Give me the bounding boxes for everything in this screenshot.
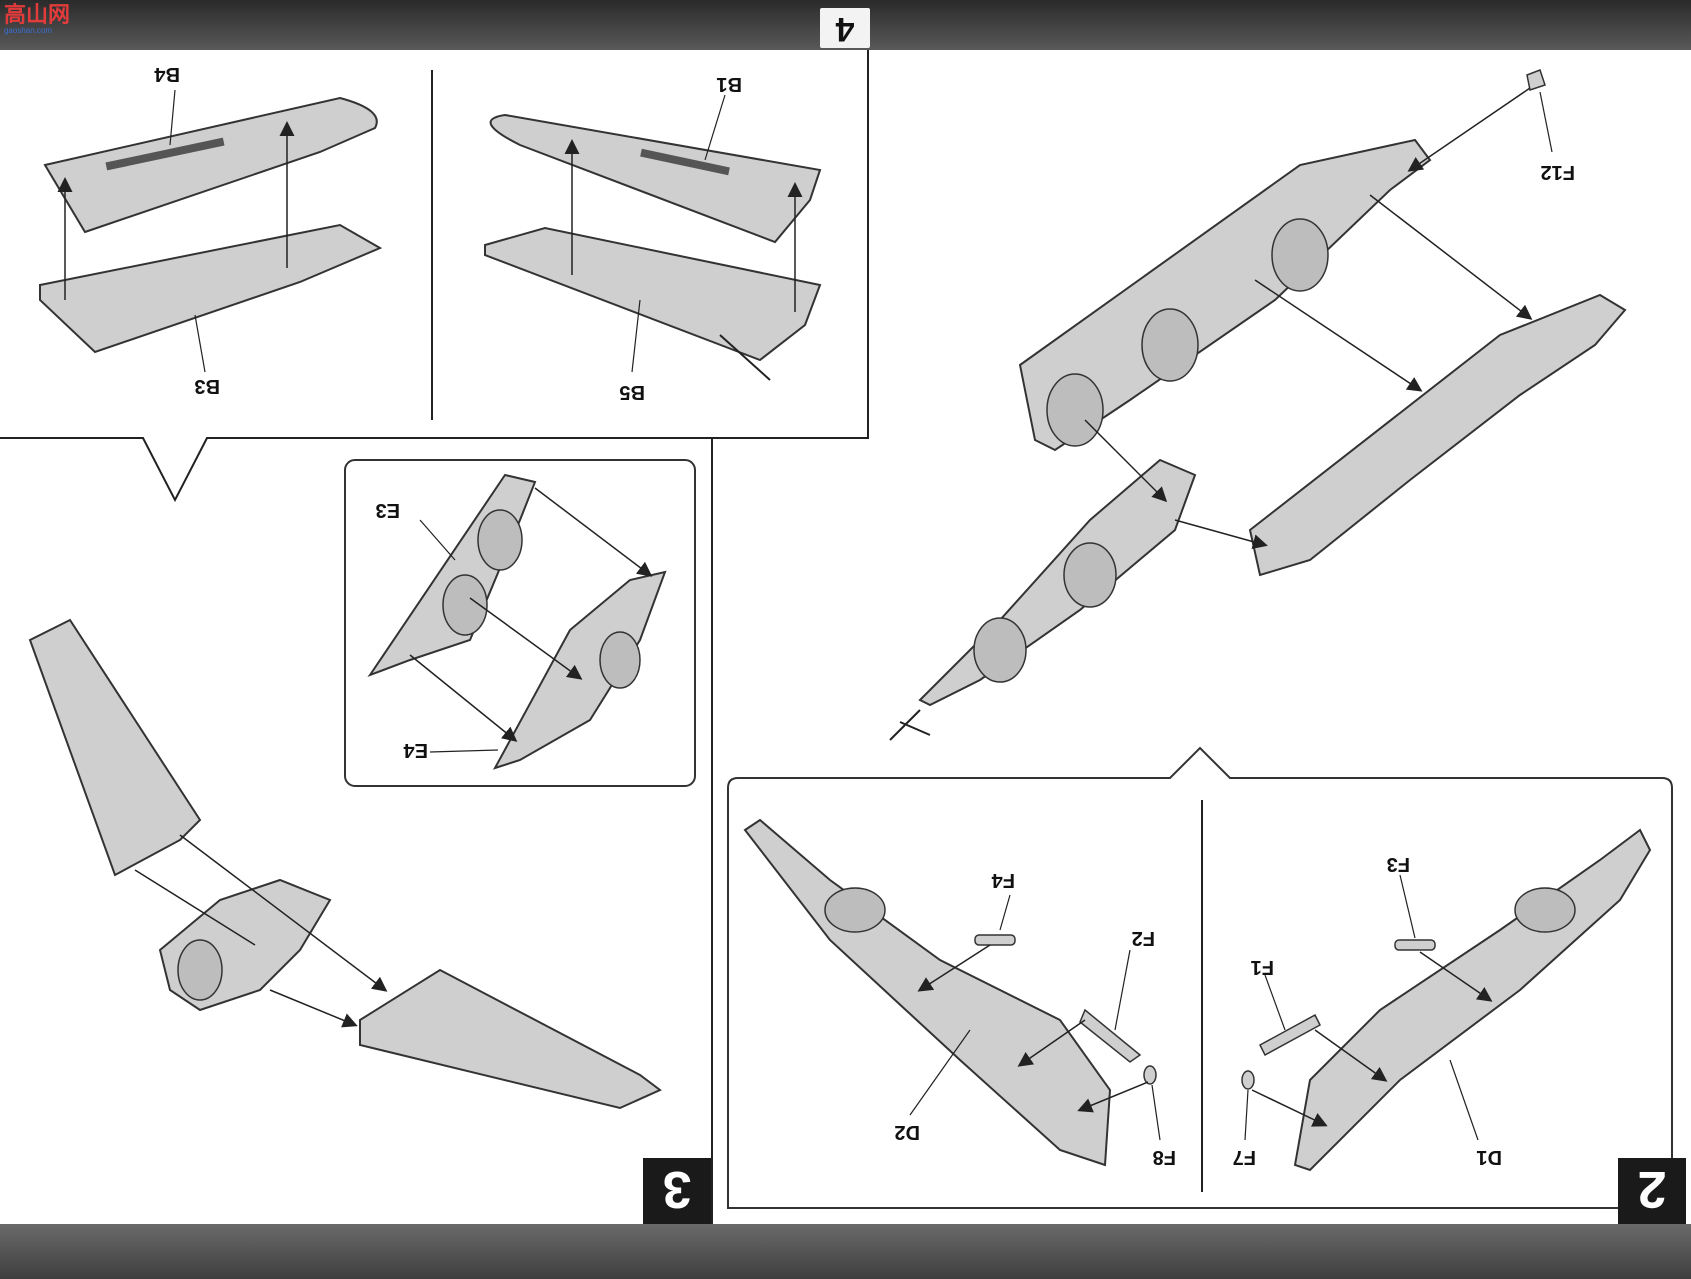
- engine-inset-frame: [344, 459, 696, 787]
- arrow-tail-mid: [179, 834, 388, 992]
- watermark-logo: 高山网 gaoshan.com: [4, 4, 84, 40]
- arrow-tail-right: [269, 989, 358, 1028]
- arrow-e3-e4-mid: [469, 597, 583, 680]
- leader-f8: [1151, 1084, 1161, 1141]
- label-d2: D2: [894, 1121, 920, 1143]
- arrow-f4: [917, 944, 991, 992]
- tailplane-left: [28, 618, 202, 877]
- leader-f7: [1244, 1089, 1249, 1141]
- leader-d1: [1449, 1059, 1479, 1141]
- leader-f2: [1114, 949, 1131, 1031]
- leader-f12: [1539, 91, 1553, 153]
- fuselage-assembly: F12: [889, 69, 1627, 741]
- bottom-band: [0, 1224, 1691, 1279]
- arrow-f3: [1419, 951, 1493, 1002]
- wing-upper-right: [489, 113, 822, 244]
- leader-b3: [194, 314, 206, 373]
- leader-b4: [169, 89, 176, 146]
- arrow-nose-lower: [1174, 519, 1268, 550]
- wing-subassembly-panel: B3 B4 B5 B1: [0, 50, 869, 503]
- step-2-number: 2: [1638, 1160, 1667, 1218]
- engine-e4-intake: [599, 631, 641, 689]
- label-f8: F8: [1153, 1146, 1176, 1168]
- label-e3: E3: [376, 499, 400, 521]
- label-b5: B5: [619, 381, 645, 403]
- arrow-f8: [1077, 1081, 1149, 1113]
- step-3-section: E3 E4 3: [28, 438, 713, 1224]
- leader-b1: [704, 94, 726, 161]
- arrow-nose-upper: [1084, 419, 1168, 503]
- leader-e3: [419, 519, 456, 561]
- engine-e3-intake: [477, 509, 523, 571]
- fuselage-upper-nacelle-1: [1046, 373, 1104, 447]
- label-e4: E4: [403, 739, 428, 761]
- part-f2: [1079, 1008, 1142, 1063]
- step-2-section: F4 F2 F8 D2 F3 F1 F7 D1 2: [727, 746, 1686, 1224]
- label-b4: B4: [154, 63, 180, 85]
- d1-cockpit-bulge: [1514, 887, 1576, 933]
- watermark-text: 高山网: [4, 2, 71, 27]
- arrow-tail-left: [134, 869, 256, 946]
- wing-upper-left-slot: [105, 137, 225, 171]
- engine-assembly-exhaust: [177, 939, 223, 1001]
- nose-nacelle-1: [973, 617, 1027, 683]
- fuselage-half-upper: [1018, 138, 1432, 452]
- arrow-f7: [1251, 1089, 1328, 1127]
- fuselage-upper-nacelle-3: [1271, 218, 1329, 292]
- label-f12: F12: [1541, 161, 1575, 183]
- leader-f4: [999, 894, 1011, 931]
- label-f7: F7: [1233, 1146, 1256, 1168]
- leader-f3: [1399, 874, 1416, 939]
- fuselage-nose-section: [918, 458, 1197, 707]
- arrow-fuselage-mid: [1254, 279, 1423, 392]
- pitot-probe: [889, 709, 931, 741]
- part-f12: [1526, 69, 1546, 91]
- label-f3: F3: [1387, 853, 1410, 875]
- part-f7: [1241, 1070, 1255, 1090]
- arrow-f2: [1017, 1019, 1086, 1067]
- tailplane-right: [359, 968, 662, 1110]
- arrow-fuselage-top: [1369, 194, 1533, 320]
- wing-lower-left: [39, 223, 383, 354]
- nose-nacelle-2: [1063, 542, 1117, 608]
- arrow-e3-e4-top: [534, 487, 653, 577]
- arrow-e3-e4-bottom: [409, 654, 518, 742]
- step-2-badge: [1618, 1158, 1686, 1224]
- fuselage-half-d1: [1293, 828, 1652, 1172]
- label-f1: F1: [1251, 956, 1274, 978]
- step-3-number: 3: [663, 1160, 692, 1218]
- arrow-f1: [1314, 1029, 1388, 1082]
- fuselage-upper-nacelle-2: [1141, 308, 1199, 382]
- step-3-badge: [643, 1158, 711, 1224]
- wing-lower-right: [484, 226, 822, 362]
- part-f4: [974, 934, 1016, 946]
- fuselage-half-lower: [1248, 293, 1627, 577]
- arrow-f12: [1407, 87, 1531, 172]
- leader-f1: [1264, 974, 1286, 1031]
- step-2-frame: [727, 746, 1673, 1209]
- wing-aileron-rod: [719, 334, 771, 381]
- fuselage-half-d2: [743, 818, 1112, 1167]
- leader-d2: [909, 1029, 971, 1116]
- wing-upper-left: [43, 96, 378, 234]
- leader-b5: [631, 299, 641, 373]
- label-b1: B1: [716, 73, 742, 95]
- d2-cockpit-bulge: [824, 887, 886, 933]
- watermark-subtext: gaoshan.com: [4, 26, 53, 35]
- part-f1: [1259, 1013, 1321, 1057]
- wing-panel-border: [0, 50, 869, 503]
- leader-e4: [429, 749, 499, 753]
- label-b3: B3: [194, 375, 220, 397]
- part-f3: [1394, 939, 1436, 951]
- engine-e3-exhaust: [442, 574, 488, 636]
- wing-upper-right-slot: [640, 148, 730, 176]
- part-f8: [1143, 1065, 1157, 1085]
- label-f4: F4: [991, 869, 1015, 891]
- label-f2: F2: [1132, 927, 1155, 949]
- label-d1: D1: [1476, 1146, 1502, 1168]
